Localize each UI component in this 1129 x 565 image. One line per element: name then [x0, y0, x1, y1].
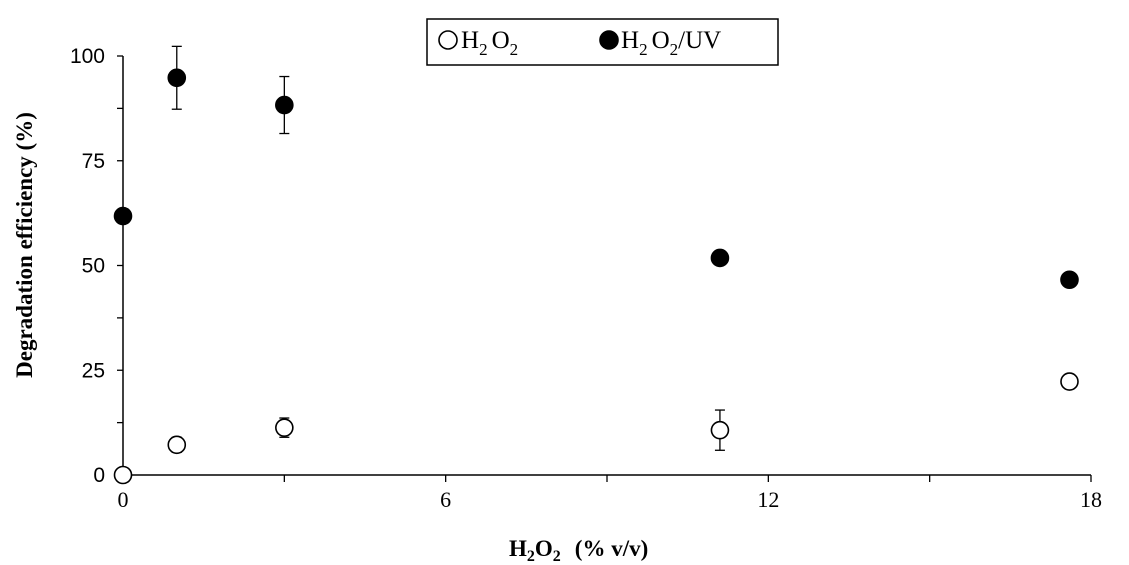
- legend-uv-o: O: [652, 27, 670, 54]
- point-h2o2-uv: [167, 68, 187, 88]
- legend-uv-rest: /UV: [678, 27, 721, 54]
- x-axis-title-o: O: [535, 536, 553, 561]
- y-tick-labels: 0 25 50 75 100: [70, 45, 105, 487]
- y-axis-title: Degradation efficiency (%): [12, 112, 37, 378]
- x-axis-title: H2O2(% v/v): [509, 536, 648, 565]
- legend-h2o2-h: H: [461, 27, 479, 54]
- legend-h2o2-sub2: 2: [510, 40, 519, 59]
- x-axis-title-h: H: [509, 536, 527, 561]
- point-h2o2: [1060, 372, 1079, 391]
- point-h2o2-uv: [1060, 270, 1079, 290]
- x-tick-label: 6: [440, 487, 451, 512]
- legend-h2o2-sub1: 2: [479, 40, 488, 59]
- y-tick-label: 100: [70, 45, 105, 68]
- legend-uv-h: H: [621, 27, 639, 54]
- point-h2o2-uv: [113, 206, 133, 226]
- y-tick-label: 25: [82, 359, 105, 382]
- point-h2o2: [167, 435, 187, 455]
- data-points: [113, 45, 1079, 485]
- axis-ticks: [117, 55, 1092, 482]
- x-axis-title-sub1: 2: [527, 548, 535, 565]
- legend-marker-h2o2-uv: [599, 30, 619, 50]
- legend-uv-sub2: 2: [670, 40, 679, 59]
- x-tick-label: 12: [757, 487, 779, 512]
- y-tick-label: 0: [93, 464, 105, 487]
- x-tick-label: 18: [1080, 487, 1102, 512]
- legend-h2o2-o: O: [492, 27, 510, 54]
- x-axis-title-sub2: 2: [553, 548, 561, 565]
- legend-marker-h2o2: [438, 30, 458, 50]
- point-h2o2-uv: [275, 95, 294, 115]
- point-h2o2: [275, 418, 294, 437]
- legend-uv-sub1: 2: [639, 40, 648, 59]
- x-tick-labels: 0 6 12 18: [118, 487, 1103, 512]
- x-axis-title-unit: (% v/v): [575, 536, 648, 561]
- y-tick-label: 50: [82, 255, 105, 278]
- point-h2o2: [113, 465, 133, 485]
- point-h2o2-uv: [710, 248, 730, 268]
- x-tick-label: 0: [118, 487, 129, 512]
- point-h2o2: [710, 420, 730, 440]
- y-tick-label: 75: [82, 150, 105, 173]
